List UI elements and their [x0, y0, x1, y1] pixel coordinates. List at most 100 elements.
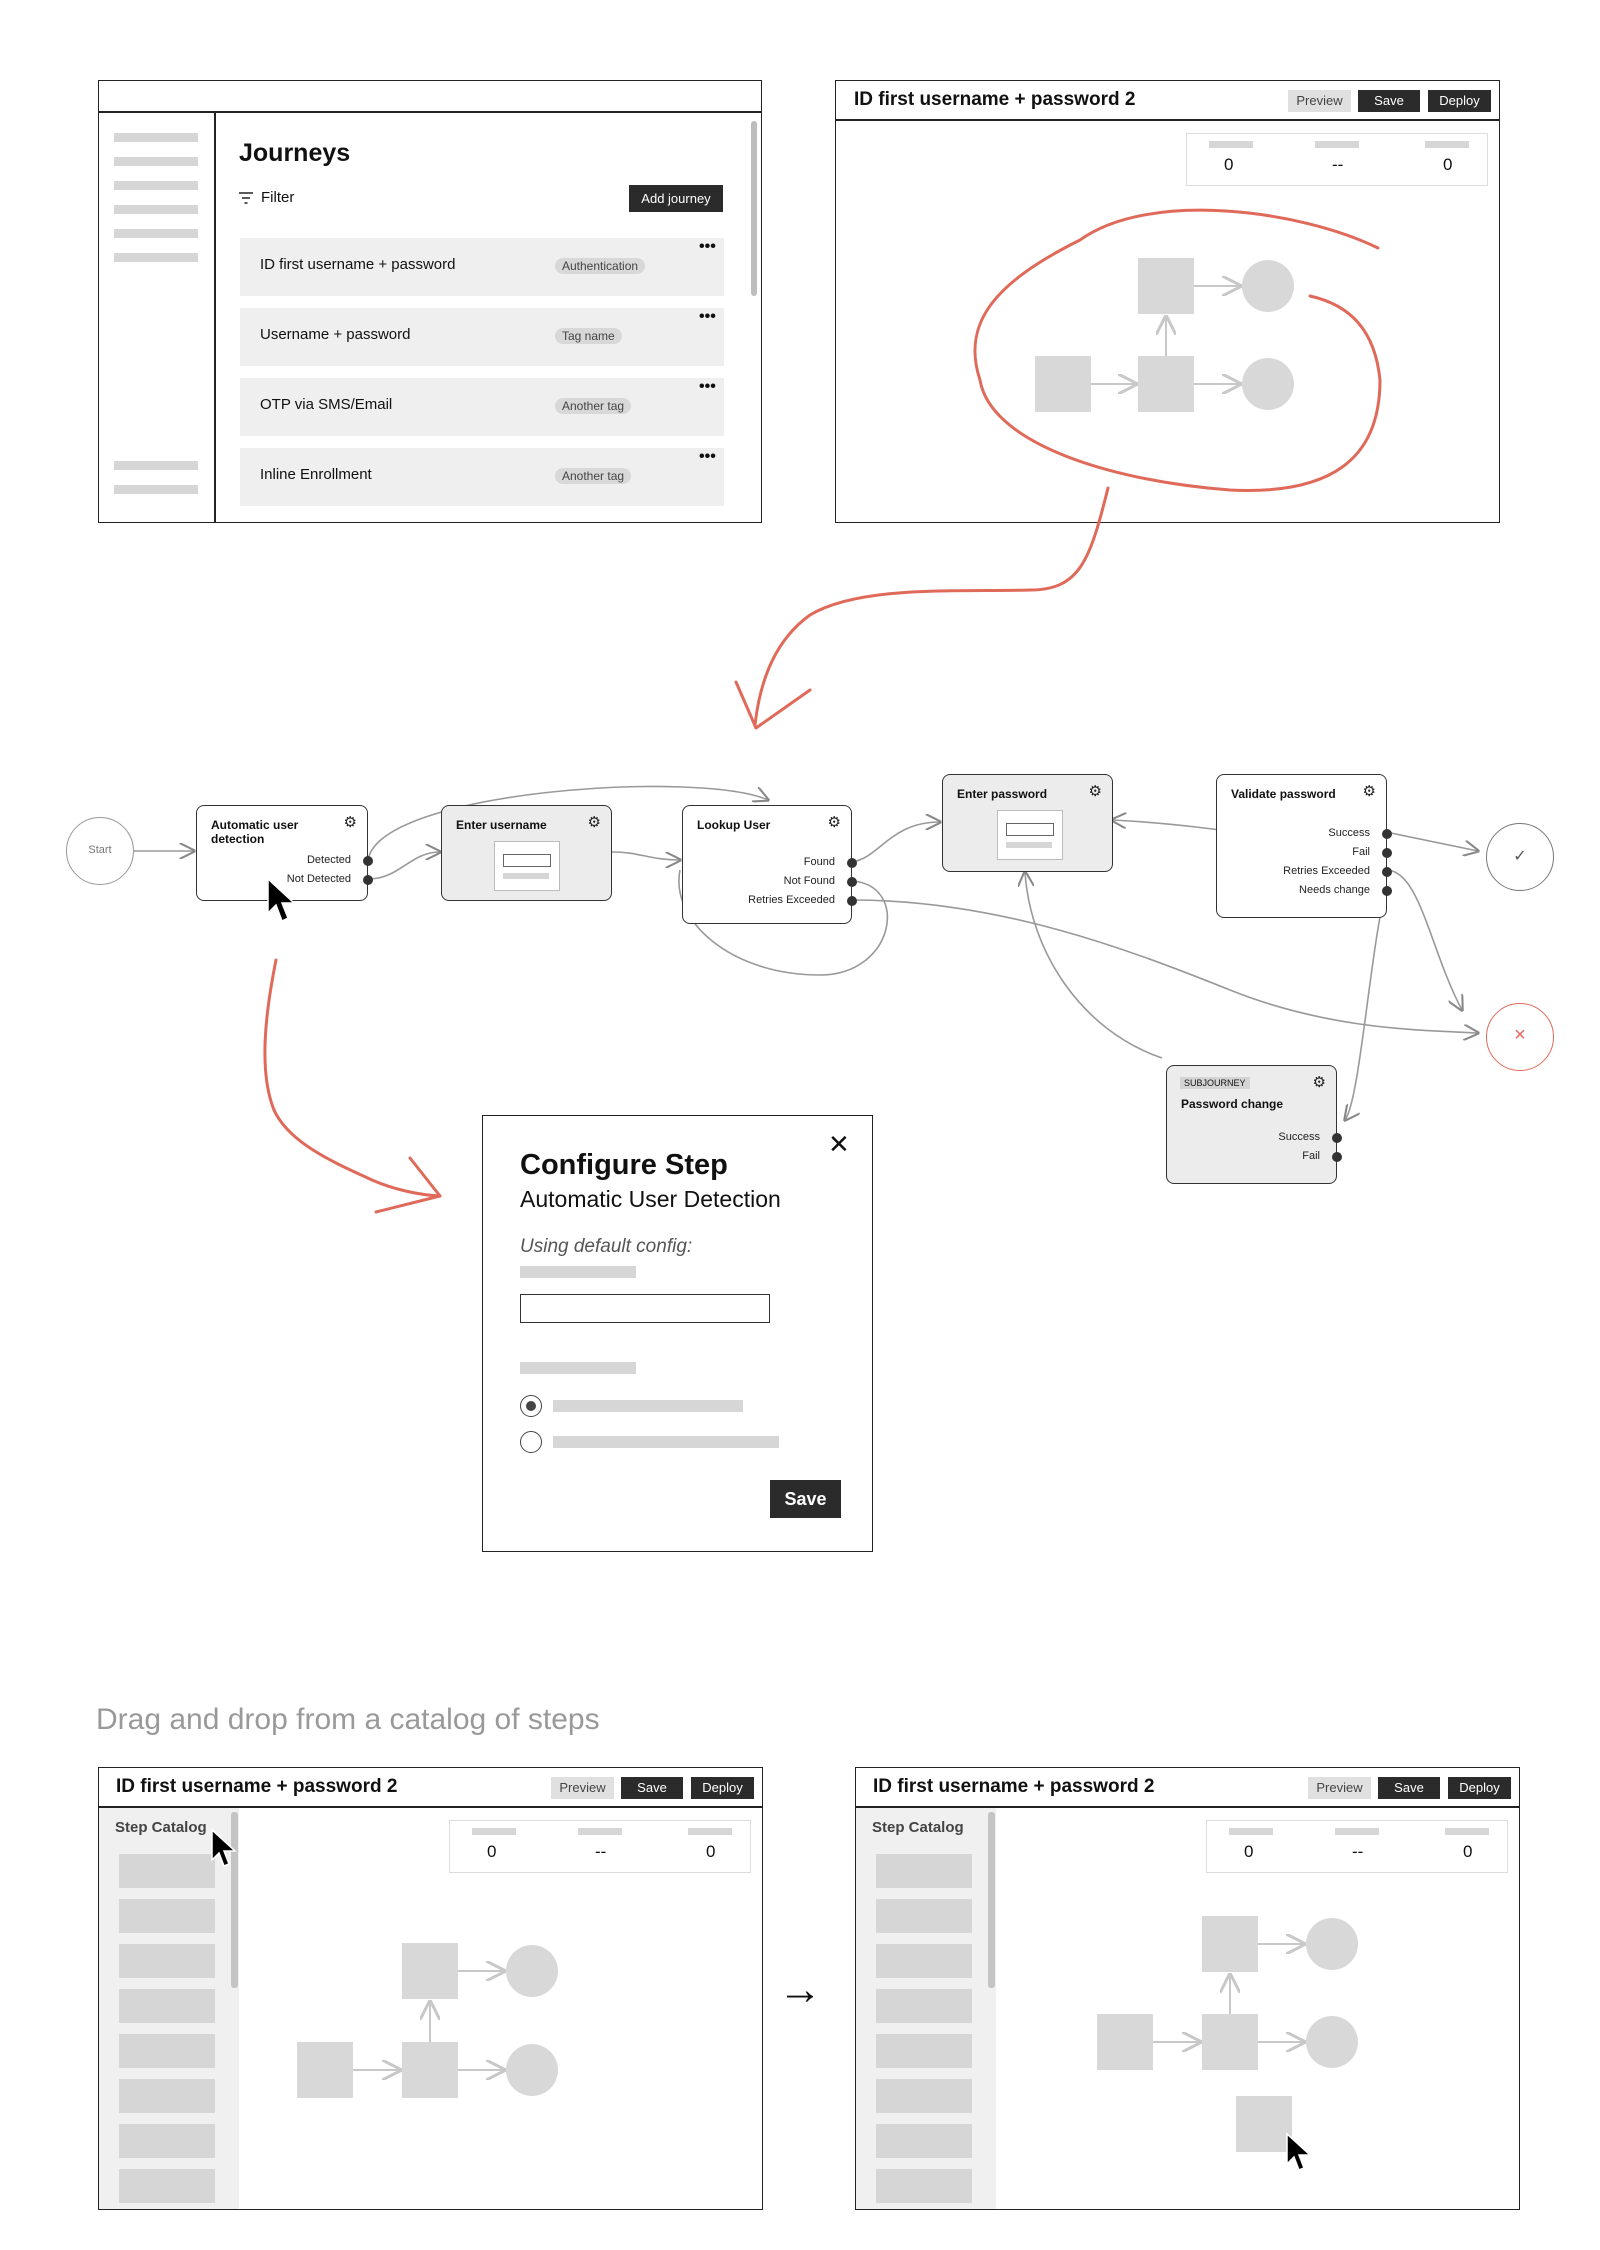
catalog-item[interactable]	[119, 1899, 215, 1933]
gear-icon[interactable]: ⚙	[1088, 783, 1102, 800]
filter-button[interactable]: Filter	[239, 189, 294, 206]
output-port[interactable]	[847, 896, 857, 906]
config-input[interactable]	[520, 1294, 770, 1323]
gear-icon[interactable]: ⚙	[827, 814, 841, 831]
sidebar-item[interactable]	[114, 181, 198, 190]
catalog-item[interactable]	[119, 1854, 215, 1888]
output-port[interactable]	[1382, 867, 1392, 877]
stats-box: 0 -- 0	[1186, 133, 1488, 186]
output-port[interactable]	[1382, 829, 1392, 839]
catalog-item[interactable]	[876, 2079, 972, 2113]
catalog-item[interactable]	[876, 1899, 972, 1933]
gear-icon[interactable]: ⚙	[343, 814, 357, 831]
radio-option-selected[interactable]	[520, 1395, 542, 1417]
sidebar-item[interactable]	[114, 461, 198, 470]
dialog-save-button[interactable]: Save	[770, 1480, 841, 1518]
catalog-item[interactable]	[119, 2034, 215, 2068]
output-port[interactable]	[1332, 1152, 1342, 1162]
sidebar-item[interactable]	[114, 253, 198, 262]
flow-canvas	[1097, 1916, 1358, 2152]
journey-row[interactable]: ID first username + password Authenticat…	[240, 238, 724, 296]
output-port[interactable]	[1382, 886, 1392, 896]
save-button[interactable]: Save	[621, 1777, 683, 1799]
gear-icon[interactable]: ⚙	[1362, 783, 1376, 800]
success-end-node[interactable]: ✓	[1486, 823, 1554, 891]
catalog-window-after: ID first username + password 2 Preview S…	[855, 1767, 1520, 2210]
scrollbar[interactable]	[751, 121, 757, 296]
output-port[interactable]	[847, 877, 857, 887]
catalog-item[interactable]	[119, 2124, 215, 2158]
gear-icon[interactable]: ⚙	[1312, 1074, 1326, 1091]
catalog-item[interactable]	[119, 1944, 215, 1978]
deploy-button[interactable]: Deploy	[1448, 1777, 1511, 1799]
step-circle	[506, 1945, 558, 1997]
preview-button[interactable]: Preview	[1308, 1777, 1371, 1799]
more-icon[interactable]: •••	[699, 308, 716, 325]
step-validate-password[interactable]: Validate password ⚙ Success Fail Retries…	[1216, 774, 1392, 918]
catalog-item[interactable]	[119, 2079, 215, 2113]
stat-value: --	[1352, 1842, 1364, 1861]
stat-value: 0	[706, 1842, 716, 1861]
sidebar-item[interactable]	[114, 133, 198, 142]
output-port[interactable]	[363, 856, 373, 866]
sidebar-item[interactable]	[114, 157, 198, 166]
more-icon[interactable]: •••	[699, 448, 716, 465]
output-label: Retries Exceeded	[748, 894, 835, 906]
catalog-item[interactable]	[876, 1989, 972, 2023]
field-label-placeholder	[520, 1362, 636, 1374]
catalog-item[interactable]	[876, 2169, 972, 2203]
catalog-item[interactable]	[119, 1989, 215, 2023]
preview-button[interactable]: Preview	[551, 1777, 614, 1799]
scrollbar[interactable]	[231, 1812, 238, 1988]
scrollbar[interactable]	[988, 1812, 995, 1988]
flow-connectors	[134, 785, 1600, 1250]
deploy-button[interactable]: Deploy	[691, 1777, 754, 1799]
fail-end-node[interactable]: ×	[1486, 1003, 1554, 1071]
header-divider	[836, 119, 1499, 121]
catalog-item[interactable]	[876, 2124, 972, 2158]
catalog-item[interactable]	[876, 2034, 972, 2068]
form-preview	[997, 810, 1063, 860]
sidebar-item[interactable]	[114, 205, 198, 214]
more-icon[interactable]: •••	[699, 238, 716, 255]
stat-value: --	[595, 1842, 607, 1861]
add-journey-button[interactable]: Add journey	[629, 185, 723, 212]
radio-option[interactable]	[520, 1431, 542, 1453]
journey-row[interactable]: Inline Enrollment Another tag •••	[240, 448, 724, 506]
journey-tag: Another tag	[555, 398, 632, 414]
step-square	[297, 2042, 353, 2098]
sidebar-item[interactable]	[114, 229, 198, 238]
step-enter-password[interactable]: Enter password ⚙	[942, 774, 1113, 872]
start-node[interactable]: Start	[66, 817, 134, 885]
output-port[interactable]	[1382, 848, 1392, 858]
step-catalog-sidebar: Step Catalog	[856, 1808, 996, 2209]
dropped-step-square	[1236, 2096, 1292, 2152]
step-lookup-user[interactable]: Lookup User ⚙ Found Not Found Retries Ex…	[682, 805, 857, 924]
step-circle	[1306, 2016, 1358, 2068]
output-port[interactable]	[363, 875, 373, 885]
stat-value: 0	[1443, 155, 1453, 174]
more-icon[interactable]: •••	[699, 378, 716, 395]
step-enter-username[interactable]: Enter username ⚙	[441, 805, 612, 901]
mouse-cursor-icon	[211, 1828, 237, 1867]
save-button[interactable]: Save	[1358, 90, 1420, 112]
catalog-item[interactable]	[119, 2169, 215, 2203]
journey-row[interactable]: Username + password Tag name •••	[240, 308, 724, 366]
output-port[interactable]	[1332, 1133, 1342, 1143]
journey-row[interactable]: OTP via SMS/Email Another tag •••	[240, 378, 724, 436]
journey-tag: Tag name	[555, 328, 622, 344]
output-port[interactable]	[847, 858, 857, 868]
sidebar-item[interactable]	[114, 485, 198, 494]
journey-title: ID first username + password 2	[116, 1776, 398, 1797]
gear-icon[interactable]: ⚙	[587, 814, 601, 831]
save-button[interactable]: Save	[1378, 1777, 1440, 1799]
deploy-button[interactable]: Deploy	[1428, 90, 1491, 112]
journey-name: ID first username + password	[260, 256, 456, 273]
step-subjourney-password-change[interactable]: SUBJOURNEY Password change ⚙ Success Fai…	[1166, 1065, 1342, 1184]
output-label: Found	[803, 856, 835, 868]
step-automatic-user-detection[interactable]: Automatic user detection ⚙ Detected Not …	[196, 805, 373, 901]
catalog-item[interactable]	[876, 1854, 972, 1888]
preview-button[interactable]: Preview	[1288, 90, 1351, 112]
catalog-item[interactable]	[876, 1944, 972, 1978]
close-icon[interactable]: ✕	[828, 1129, 850, 1159]
